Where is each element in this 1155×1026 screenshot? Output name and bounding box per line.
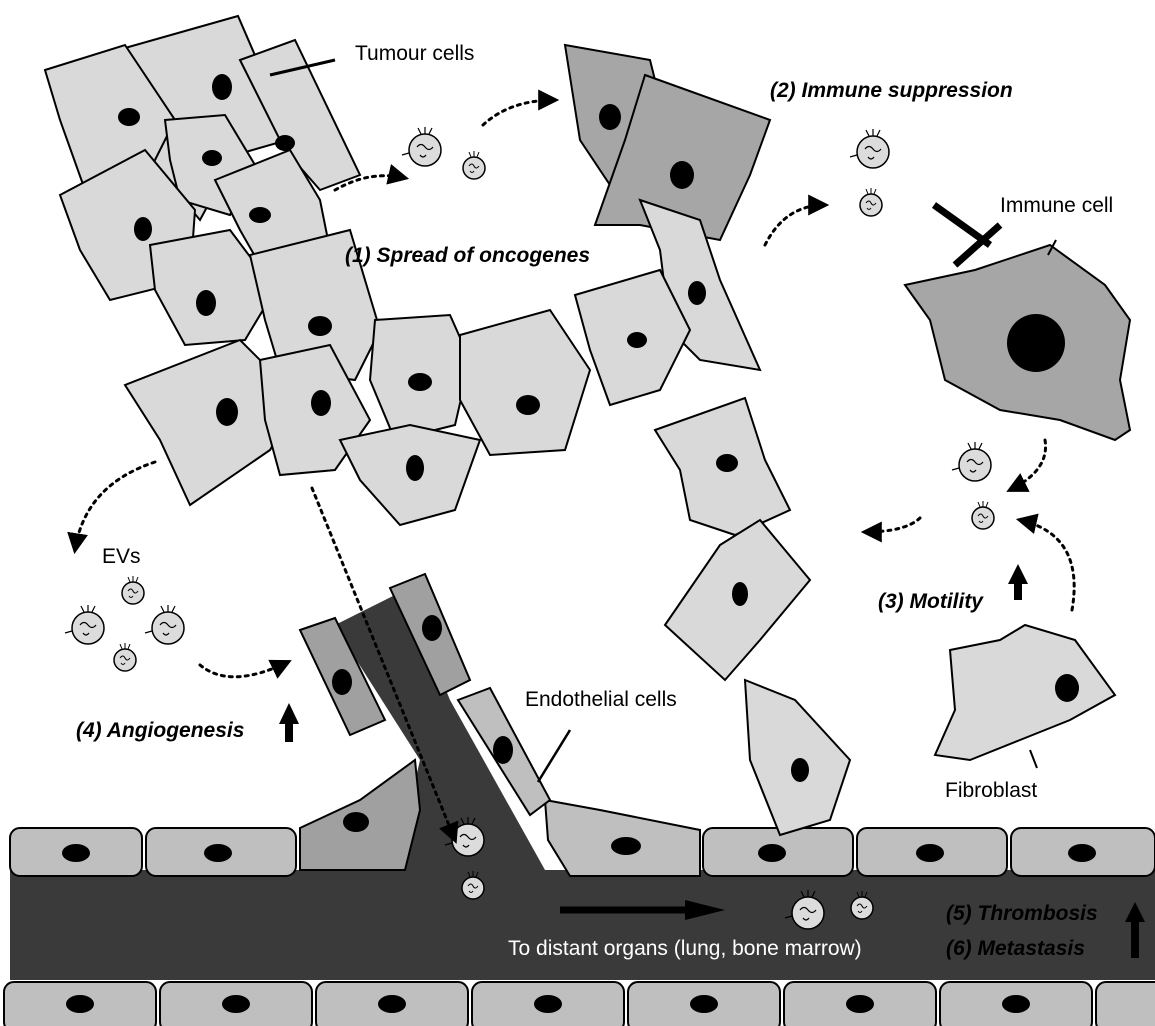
- evs-label: EVs: [102, 545, 141, 568]
- ev-icon: [122, 576, 144, 604]
- ev-icon: [860, 188, 882, 216]
- ev-icon: [145, 605, 184, 644]
- arrow-3: [765, 205, 825, 245]
- arrow-7: [75, 462, 155, 550]
- immune-cell-nucleus: [1007, 314, 1065, 372]
- ev-icon: [972, 501, 994, 529]
- spread-label: (1) Spread of oncogenes: [345, 244, 590, 267]
- immune-suppression-label: (2) Immune suppression: [770, 79, 1013, 102]
- arrow-2: [483, 100, 555, 125]
- endothelial-row-bottom: [4, 982, 1155, 1026]
- endothelial-pointer: [538, 730, 570, 782]
- immune-cell-label: Immune cell: [1000, 194, 1113, 217]
- fibroblast-label: Fibroblast: [945, 779, 1037, 802]
- endothelial-row-top: [10, 760, 1155, 876]
- tumour-cell-cluster: [45, 16, 590, 525]
- ev-icon: [463, 151, 485, 179]
- angiogenesis-label: (4) Angiogenesis: [76, 719, 244, 742]
- thrombosis-label: (5) Thrombosis: [946, 902, 1098, 925]
- arrow-8: [200, 662, 288, 677]
- ev-icon: [850, 129, 889, 168]
- ev-icon: [65, 605, 104, 644]
- tumour-cell-column: [565, 45, 850, 835]
- immune-cell: [905, 240, 1130, 440]
- fibroblast: [935, 625, 1115, 768]
- endothelial-label: Endothelial cells: [525, 688, 677, 711]
- metastasis-label: (6) Metastasis: [946, 937, 1085, 960]
- ev-icon: [402, 127, 441, 166]
- inhibition-icon: [934, 205, 1000, 265]
- vessel-lumen: [10, 870, 1155, 980]
- arrow-4: [1010, 440, 1046, 490]
- ev-icon: [952, 442, 991, 481]
- arrow-6: [1020, 520, 1074, 610]
- ev-icon: [114, 643, 136, 671]
- arrow-5: [865, 518, 920, 532]
- distant-organs-label: To distant organs (lung, bone marrow): [508, 937, 862, 960]
- motility-label: (3) Motility: [878, 590, 984, 613]
- up-arrow-icon: [1008, 564, 1028, 600]
- tumour-cells-label: Tumour cells: [355, 42, 474, 65]
- up-arrow-icon: [279, 703, 299, 742]
